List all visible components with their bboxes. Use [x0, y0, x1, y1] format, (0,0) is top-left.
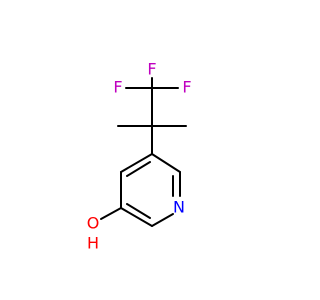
- nitrogen-label: N: [173, 198, 185, 217]
- double-bond-c5-c4-inner: [126, 161, 151, 177]
- fluorine-top-label: F: [147, 60, 156, 79]
- molecule-canvas: F F F N O H: [86, 59, 192, 253]
- bond-c3-oxygen: [100, 207, 122, 220]
- double-bond-c3-c2-inner: [126, 203, 151, 219]
- ring-bond-c3-c2: [120, 207, 153, 227]
- ring-bond-c2-n: [151, 213, 174, 227]
- fluorine-left-label: F: [113, 78, 122, 97]
- molecule-structure: F F F N O H: [87, 60, 192, 253]
- ring-bond-c5-c4: [120, 153, 153, 173]
- ring-bond-c6-c5: [151, 153, 181, 173]
- hydrogen-label: H: [87, 234, 99, 253]
- oxygen-label: O: [87, 214, 100, 233]
- fluorine-right-label: F: [182, 78, 191, 97]
